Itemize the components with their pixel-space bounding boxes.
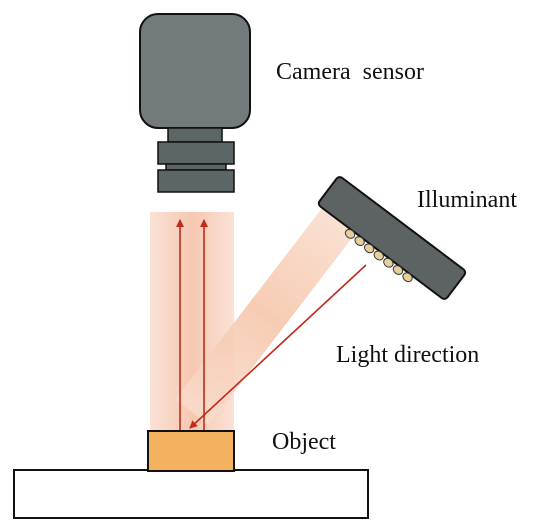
camera-body [139, 13, 251, 129]
illuminant-icon [317, 176, 467, 300]
camera-lens-spacer [165, 163, 227, 171]
light-direction-label: Light direction [336, 342, 480, 368]
incident-ray [189, 264, 367, 429]
camera-lens-mount [167, 127, 223, 143]
camera-lens-ring-lower [157, 169, 235, 193]
camera-sensor-label: Camera sensor [276, 59, 424, 85]
illuminant-label: Illuminant [417, 187, 517, 213]
led-row [344, 229, 413, 283]
object-sample [147, 430, 235, 472]
camera-lens-ring-upper [157, 141, 235, 165]
stage-base [13, 469, 369, 519]
incident-beam [175, 204, 358, 425]
object-label: Object [272, 429, 336, 455]
